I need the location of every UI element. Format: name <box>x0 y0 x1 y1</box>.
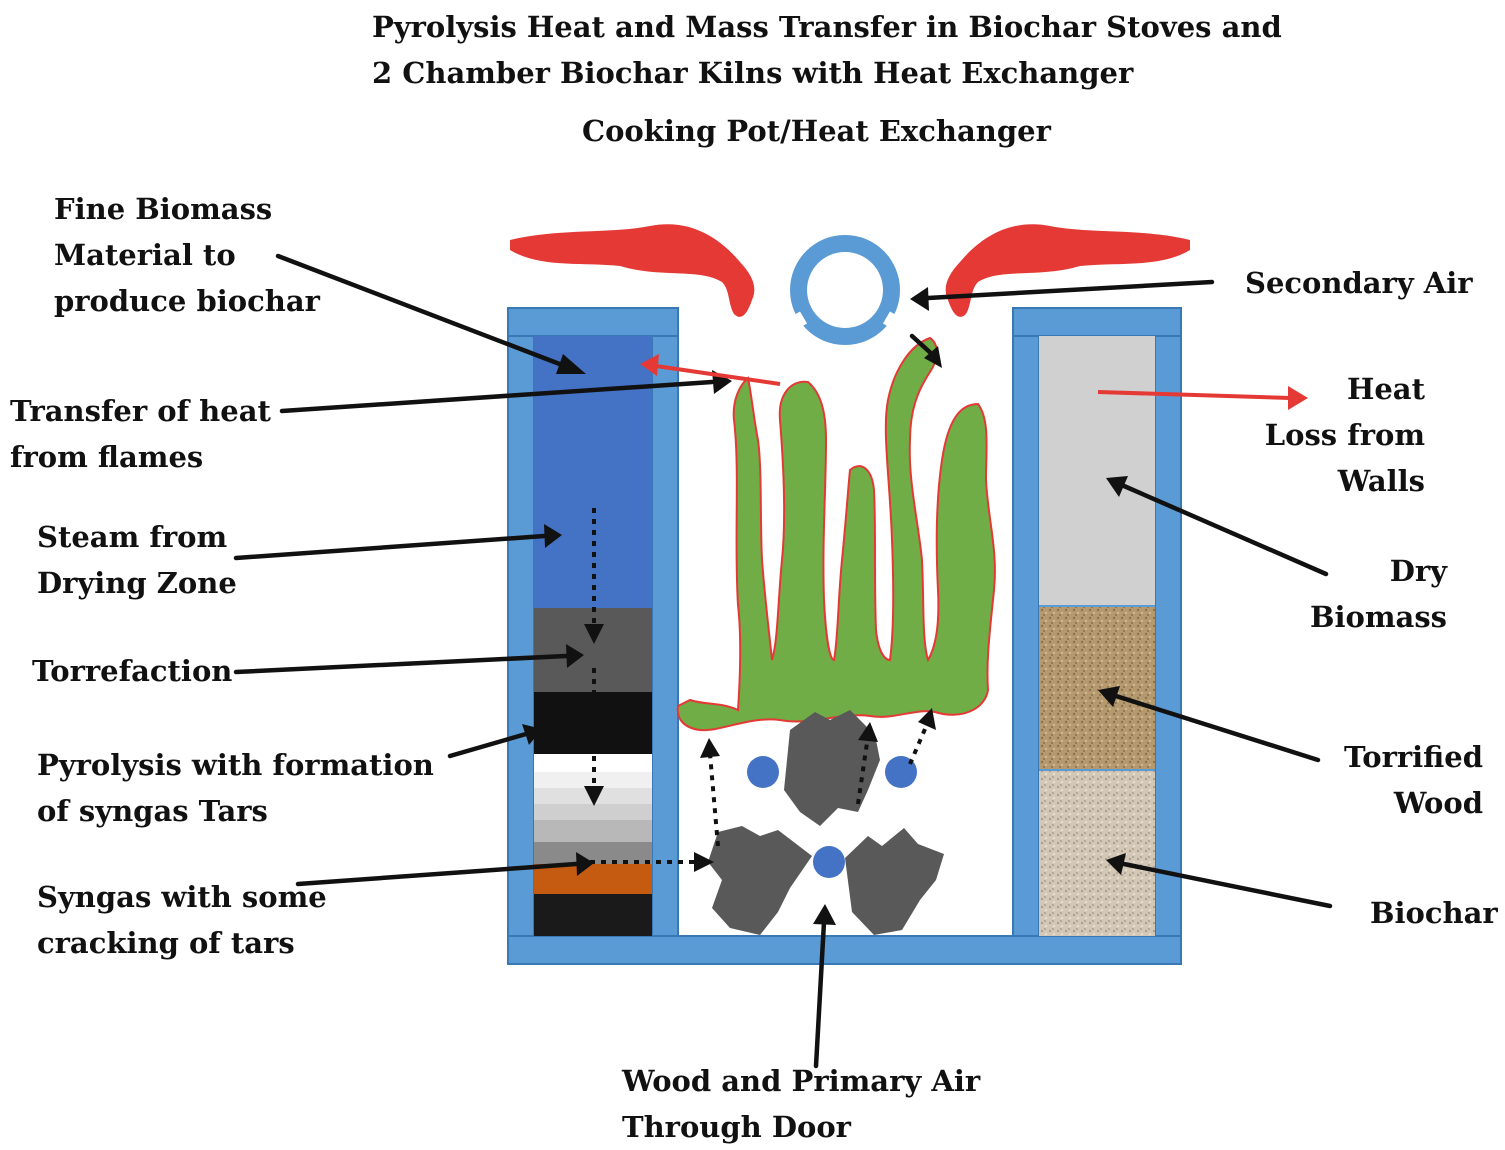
diagram-title-line-2: 2 Chamber Biochar Kilns with Heat Exchan… <box>372 56 1134 90</box>
wood-chunk-left <box>708 826 812 935</box>
diagram-subtitle: Cooking Pot/Heat Exchanger <box>582 114 1051 148</box>
label-heat-loss: Heat Loss from Walls <box>1264 372 1425 498</box>
label-transfer-of-heat: Transfer of heat from flames <box>10 394 271 474</box>
label-torrified-wood: Torrified Wood <box>1344 740 1483 820</box>
wood-chunk-right <box>845 828 944 935</box>
label-dry-biomass: Dry Biomass <box>1310 554 1447 634</box>
label-fine-biomass: Fine Biomass Material to produce biochar <box>54 192 320 318</box>
left-top-flame <box>510 224 755 317</box>
wood-chunk-top <box>784 710 880 826</box>
label-pyrolysis: Pyrolysis with formation of syngas Tars <box>37 748 434 828</box>
label-secondary-air: Secondary Air <box>1245 266 1473 300</box>
green-flame-mass <box>676 336 996 732</box>
label-syngas: Syngas with some cracking of tars <box>37 880 327 960</box>
label-biochar: Biochar <box>1370 896 1498 930</box>
right-top-flame <box>945 224 1190 317</box>
left-fuel-column <box>534 336 652 936</box>
label-torrefaction: Torrefaction <box>32 654 233 688</box>
label-wood-primary-air: Wood and Primary Air Through Door <box>622 1064 981 1144</box>
diagram-title-line-1: Pyrolysis Heat and Mass Transfer in Bioc… <box>372 10 1282 44</box>
right-fuel-column <box>1039 336 1155 936</box>
label-steam-drying-zone: Steam from Drying Zone <box>37 520 237 600</box>
stove-body <box>507 307 1182 965</box>
